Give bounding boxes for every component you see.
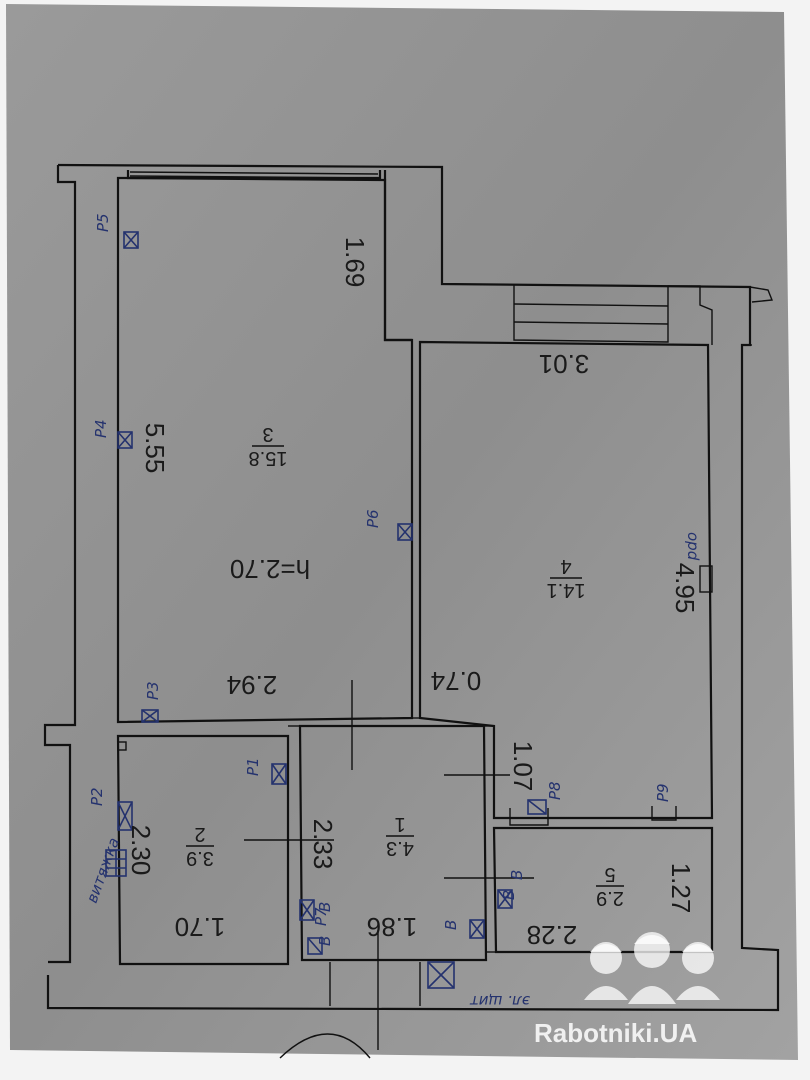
note-p8: P8 (546, 781, 564, 800)
watermark-text: Rabotniki.UA (534, 1018, 697, 1048)
note-p1: P1 (244, 757, 262, 776)
room-2-number: 2 (194, 823, 205, 845)
ceiling-height: h=2.70 (230, 554, 310, 584)
dim-2-30: 2.30 (126, 825, 156, 876)
note-b4: B (316, 902, 334, 912)
dim-5-55: 5.55 (140, 423, 170, 474)
vent-corner (117, 741, 127, 751)
dim-2-33: 2.33 (308, 819, 338, 870)
stair-arc (279, 1033, 371, 1059)
sockets (105, 231, 547, 989)
note-p2: P2 (88, 787, 106, 806)
note-b5: B (508, 870, 526, 880)
note-p3: P3 (144, 681, 162, 700)
dim-2-94: 2.94 (227, 670, 278, 700)
dim-3-01: 3.01 (539, 349, 590, 379)
room-3-area: 15.8 (249, 447, 288, 469)
dim-1-70: 1.70 (175, 912, 226, 942)
dim-1-69: 1.69 (340, 237, 370, 288)
watermark: Rabotniki.UA (534, 932, 720, 1048)
dim-1-86: 1.86 (367, 912, 418, 942)
note-b1: B (442, 920, 460, 930)
outer-walls (43, 163, 780, 1012)
note-b2: B (500, 890, 518, 900)
dim-1-07: 1.07 (508, 741, 538, 792)
room-4-area: 14.1 (547, 579, 586, 601)
note-p7: P7 (312, 907, 330, 926)
note-p9: P9 (654, 783, 672, 802)
room-1-area: 4.3 (386, 837, 414, 859)
note-p6: P6 (364, 509, 382, 528)
room-5-area: 2.9 (596, 887, 624, 909)
room-2-area: 3.9 (186, 847, 214, 869)
dim-4-95: 4.95 (670, 563, 700, 614)
builders-helmets-icon (584, 932, 720, 1004)
room-1 (298, 724, 488, 962)
dim-0-74: 0.74 (431, 666, 482, 696)
room-5-number: 5 (604, 863, 615, 885)
room-1-number: 1 (394, 813, 405, 835)
dimension-labels: 1.69 5.55 2.94 3.01 4.95 0.74 1.07 2.30 … (126, 237, 700, 950)
note-opd: opd (684, 532, 702, 561)
paper-background (6, 4, 798, 1060)
dim-2-28: 2.28 (527, 920, 578, 950)
handwritten-annotations: P5 P4 P6 P3 P1 P2 P8 P9 P7 B B B B B вит… (83, 213, 702, 1010)
room-4-number: 4 (560, 555, 571, 577)
note-p5: P5 (94, 213, 112, 232)
room-area-labels: 15.8 3 14.1 4 3.9 2 4.3 1 2.9 5 (186, 423, 624, 909)
room-2 (116, 734, 290, 966)
room-3-number: 3 (262, 423, 273, 445)
radiator (699, 565, 713, 593)
note-shchyt: эл. щит (469, 992, 530, 1010)
note-p4: P4 (92, 419, 110, 438)
dim-1-27: 1.27 (666, 863, 696, 914)
note-b3: B (316, 936, 334, 946)
partitions (244, 565, 713, 1059)
